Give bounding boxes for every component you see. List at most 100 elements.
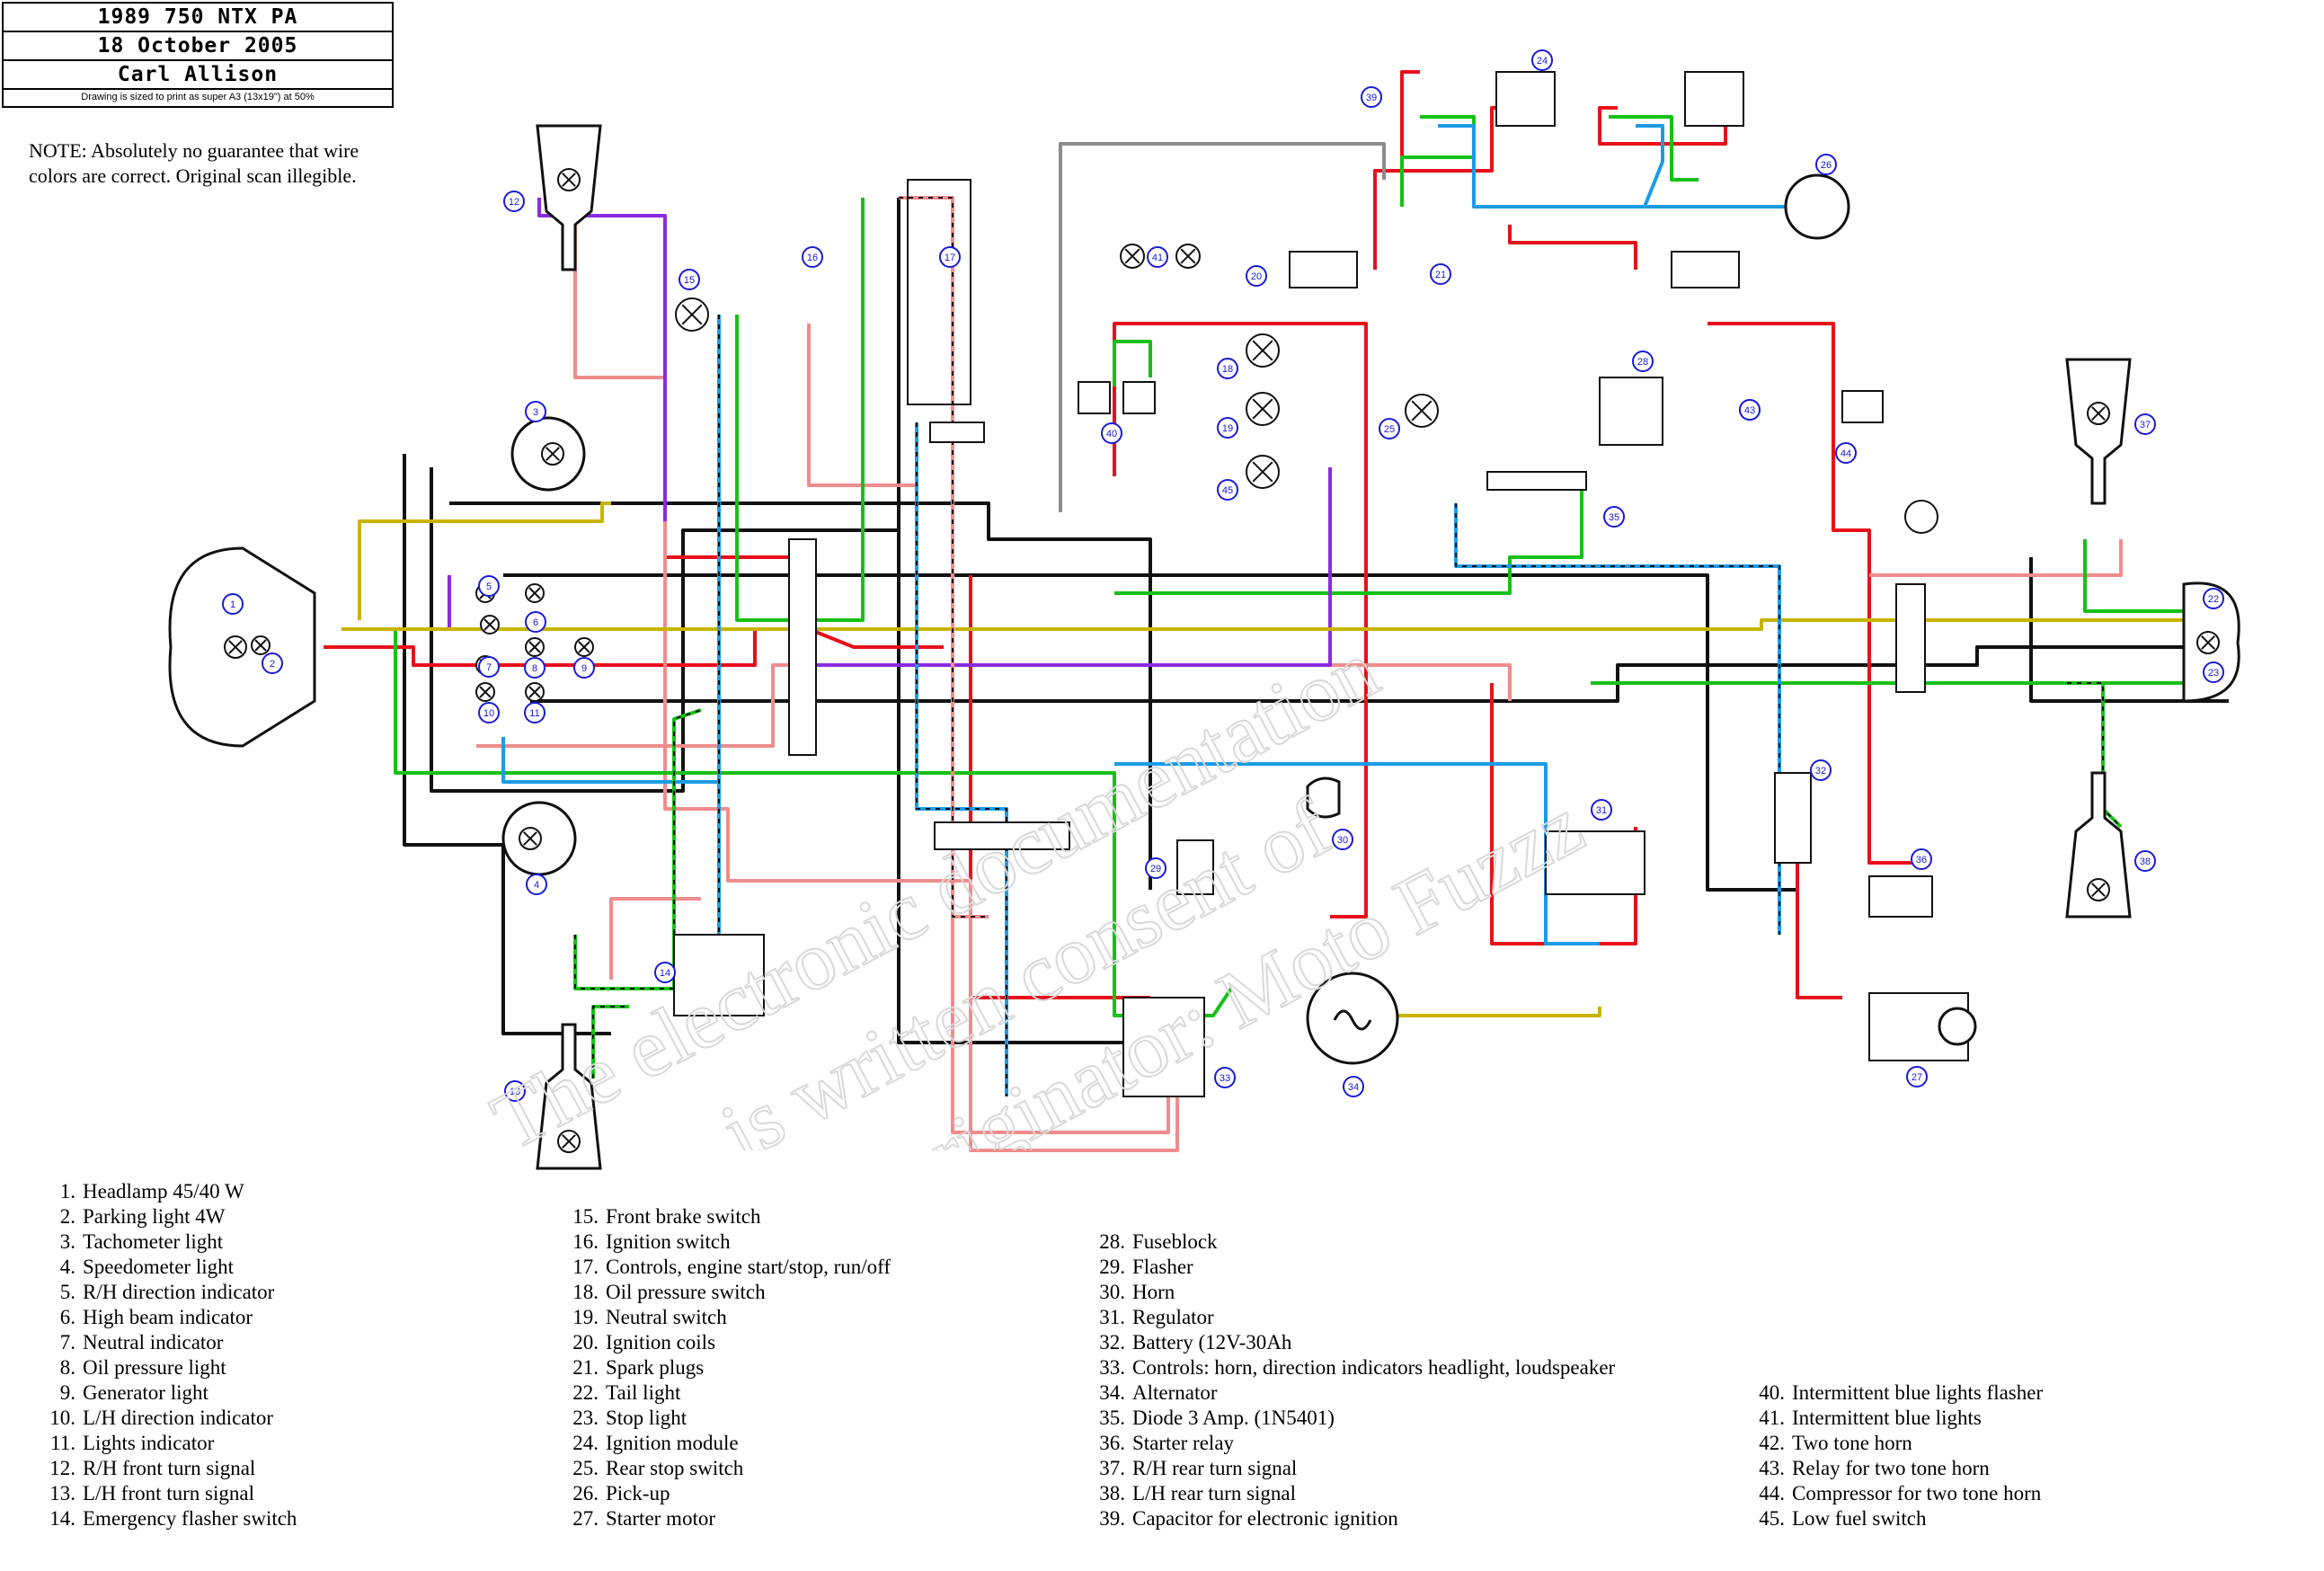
callout-number: 38 [2140, 857, 2151, 867]
callout-ring [478, 702, 500, 723]
blue-wire [915, 422, 1008, 1096]
legend-number: 9. [59, 1381, 75, 1404]
legend-item-18: 18.Oil pressure switch [550, 1280, 891, 1305]
callout-number: 19 [1222, 423, 1233, 434]
legend-item-23: 23. Stop light [550, 1406, 891, 1431]
legend-item-22: 22.Tail light [550, 1380, 891, 1406]
pink-wire [573, 180, 1179, 1152]
callout-28: 28 [1632, 351, 1654, 372]
legend-item-42: 42.Two tone horn [1736, 1431, 2043, 1456]
callout-number: 26 [1821, 160, 1832, 171]
legend-item-2: 2.Parking light 4W [27, 1204, 297, 1229]
callout-11: 11 [524, 702, 546, 723]
callout-44: 44 [1835, 442, 1857, 464]
legend-item-16: 16.Ignition switch [550, 1229, 891, 1255]
legend-label: Tachometer light [83, 1230, 224, 1253]
legend-label: Controls: horn, direction indicators hea… [1132, 1356, 1616, 1379]
callout-ring [1217, 358, 1238, 379]
callout-ring [2134, 413, 2156, 435]
legend-item-28: 28.Fuseblock [1077, 1229, 1615, 1255]
callout-ring [573, 657, 595, 679]
callout-6: 6 [525, 611, 546, 633]
callout-number: 9 [581, 663, 587, 674]
callout-37: 37 [2134, 413, 2156, 435]
callout-ring [1906, 1066, 1928, 1087]
tail-bulb-cross [2201, 635, 2215, 650]
callout-18: 18 [1217, 358, 1238, 379]
tachometer-bulb-cross [546, 447, 560, 461]
blue-light-1-cross [1124, 248, 1140, 264]
legend-label: High beam indicator [83, 1306, 253, 1328]
front-left-turn-signal-bulb-cross [562, 1134, 576, 1149]
legend-number: 13. [49, 1482, 75, 1504]
rear-stop-switch-cross [1411, 400, 1433, 422]
black-wire [2029, 557, 2229, 703]
legend-number: 2. [59, 1205, 75, 1228]
callout-33: 33 [1214, 1067, 1236, 1088]
callout-38: 38 [2134, 850, 2156, 872]
callout-number: 23 [2208, 668, 2219, 679]
callout-ring [1101, 422, 1122, 444]
legend-item-10: 10.L/H direction indicator [27, 1406, 297, 1431]
legend-label: Stop light [606, 1407, 687, 1429]
legend-label: Headlamp 45/40 W [83, 1180, 244, 1203]
green-wire [1114, 476, 1583, 595]
legend-item-21: 21.Spark plugs [550, 1355, 891, 1380]
legend-label: Rear stop switch [606, 1457, 744, 1479]
callout-ring [525, 401, 546, 422]
callout-number: 33 [1220, 1073, 1230, 1084]
callout-number: 10 [483, 708, 494, 719]
legend-label: Starter motor [606, 1507, 715, 1530]
legend-number: 4. [59, 1256, 75, 1278]
legend-item-27: 27.Starter motor [550, 1506, 891, 1531]
callout-number: 5 [486, 581, 492, 592]
legend-number: 33. [1099, 1356, 1125, 1379]
callout-ring [1911, 848, 1932, 870]
callout-ring [802, 246, 823, 268]
title-model: 1989 750 NTX PA [4, 4, 392, 32]
legend-number: 23. [572, 1407, 599, 1429]
legend-label: Regulator [1132, 1306, 1214, 1328]
legend-item-35: 35.Diode 3 Amp. (1N5401) [1077, 1406, 1615, 1431]
legend-item-41: 41.Intermittent blue lights [1736, 1406, 2043, 1431]
callout-41: 41 [1147, 246, 1168, 268]
legend-label: Two tone horn [1792, 1432, 1912, 1454]
legend-label: Spark plugs [606, 1356, 705, 1379]
legend-number: 26. [572, 1482, 599, 1504]
rear-connector [1895, 583, 1926, 693]
blue-wire [1636, 124, 1664, 208]
black-wire [530, 645, 2193, 703]
callout-19: 19 [1217, 417, 1238, 439]
rear-left-turn-signal-bulb-cross [2091, 883, 2106, 897]
callout-ring [1379, 418, 1400, 439]
legend-number: 44. [1759, 1482, 1785, 1504]
legend-item-34: 34.Alternator [1077, 1380, 1615, 1406]
legend-label: Low fuel switch [1792, 1507, 1927, 1530]
pink-wire [476, 663, 1512, 748]
callout-35: 35 [1603, 506, 1625, 528]
legend-number: 35. [1099, 1407, 1125, 1429]
pick-up [1784, 173, 1850, 240]
legend-number: 25. [572, 1457, 599, 1479]
callout-5: 5 [478, 575, 500, 597]
legend-number: 34. [1099, 1381, 1125, 1404]
callout-ring [478, 656, 500, 678]
callout-number: 41 [1152, 253, 1163, 263]
legend-number: 37. [1099, 1457, 1125, 1479]
callout-23: 23 [2203, 661, 2224, 683]
legend-item-36: 36.Starter relay [1077, 1431, 1615, 1456]
legend-number: 1. [59, 1180, 75, 1203]
callout-ring [262, 652, 283, 674]
red-wire [324, 627, 944, 667]
callout-ring [478, 575, 500, 597]
callout-number: 25 [1384, 424, 1395, 435]
callout-ring [1145, 857, 1166, 879]
callout-ring [1810, 759, 1832, 781]
blue-black-stripe-wire [916, 422, 1007, 1096]
indicator-lamp-7-cross [528, 686, 541, 698]
legend-label: Intermittent blue lights [1792, 1407, 1982, 1429]
callout-ring [504, 1080, 526, 1102]
legend-number: 14. [49, 1507, 75, 1530]
legend-number: 8. [59, 1356, 75, 1379]
